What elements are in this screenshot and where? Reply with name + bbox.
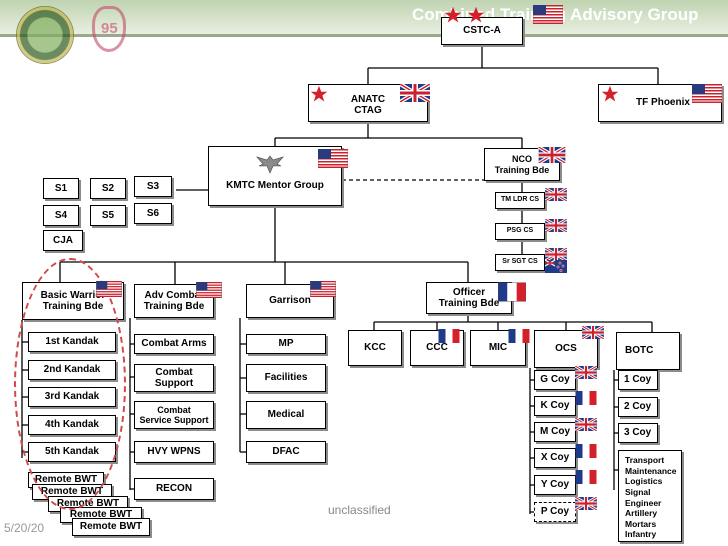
botc-2-coy-box: 2 Coy: [618, 397, 658, 417]
classification-label: unclassified: [328, 503, 391, 517]
mp-box: MP: [246, 334, 326, 354]
kcc-box: KCC: [348, 330, 402, 366]
remote-bwt-5-box: Remote BWT: [72, 518, 150, 536]
x-coy-box: X Coy: [534, 448, 576, 468]
uk-flag-icon: [582, 326, 604, 339]
us-flag-icon: [533, 5, 563, 24]
uk-flag-icon: [575, 497, 597, 510]
staff-s4-box: S4: [43, 205, 79, 226]
p-coy-box: P Coy: [534, 502, 576, 522]
staff-s6-box: S6: [134, 203, 172, 224]
combat-support-box: Combat Support: [134, 364, 214, 392]
medical-box: Medical: [246, 401, 326, 429]
france-flag-icon: [498, 282, 526, 302]
france-flag-icon: [508, 329, 530, 343]
staff-s1-box: S1: [43, 178, 79, 199]
staff-cja-box: CJA: [43, 230, 83, 251]
star-icon: [310, 85, 328, 102]
france-flag-icon: [575, 444, 597, 458]
us-flag-icon: [692, 84, 722, 103]
facilities-box: Facilities: [246, 364, 326, 392]
botc-branch-list: Transport Maintenance Logistics Signal E…: [618, 450, 682, 542]
us-flag-icon: [196, 282, 222, 298]
k-coy-box: K Coy: [534, 396, 576, 416]
uk-flag-icon: [545, 219, 567, 232]
y-coy-box: Y Coy: [534, 475, 576, 495]
botc-box: BOTC: [616, 332, 680, 370]
header-divider: [0, 34, 728, 37]
us-flag-icon: [318, 149, 348, 168]
botc-3-coy-box: 3 Coy: [618, 423, 658, 443]
uk-flag-icon: [537, 147, 567, 163]
combat-service-support-box: Combat Service Support: [134, 401, 214, 429]
recon-box: RECON: [134, 478, 214, 500]
star-icon: [601, 85, 619, 102]
g-coy-box: G Coy: [534, 370, 576, 390]
officer-training-bde-box: Officer Training Bde: [426, 282, 512, 314]
m-coy-box: M Coy: [534, 422, 576, 442]
star-icon: [467, 6, 485, 23]
us-flag-icon: [310, 281, 336, 297]
france-flag-icon: [438, 329, 460, 343]
uk-flag-icon: [545, 188, 567, 201]
france-flag-icon: [575, 391, 597, 405]
staff-s5-box: S5: [90, 205, 126, 226]
division-patch-logo: 95: [92, 6, 126, 52]
tm-ldr-cs-box: TM LDR CS: [495, 192, 545, 209]
anatc-ctag-box: ANATC CTAG: [308, 84, 428, 122]
nz-flag-icon: [545, 260, 567, 273]
combat-arms-box: Combat Arms: [134, 334, 214, 354]
staff-s3-box: S3: [134, 176, 172, 197]
uk-flag-icon: [400, 84, 430, 102]
france-flag-icon: [575, 470, 597, 484]
uk-flag-icon: [575, 418, 597, 431]
cstc-a-box: CSTC-A: [441, 17, 523, 45]
uk-flag-icon: [575, 366, 597, 379]
us-flag-icon: [96, 281, 122, 297]
dfac-box: DFAC: [246, 441, 326, 463]
slide-date: 5/20/20: [4, 521, 45, 535]
hvy-wpns-box: HVY WPNS: [134, 441, 214, 463]
bwtb-highlight-ellipse: [14, 258, 126, 510]
uk-flag-icon: [545, 248, 567, 261]
psg-cs-box: PSG CS: [495, 223, 545, 240]
botc-1-coy-box: 1 Coy: [618, 370, 658, 390]
staff-s2-box: S2: [90, 178, 126, 199]
star-icon: [444, 6, 462, 23]
sr-sgt-cs-box: Sr SGT CS: [495, 254, 545, 271]
eagle-insignia-icon: [256, 155, 284, 174]
unit-seal-logo: [16, 6, 74, 64]
